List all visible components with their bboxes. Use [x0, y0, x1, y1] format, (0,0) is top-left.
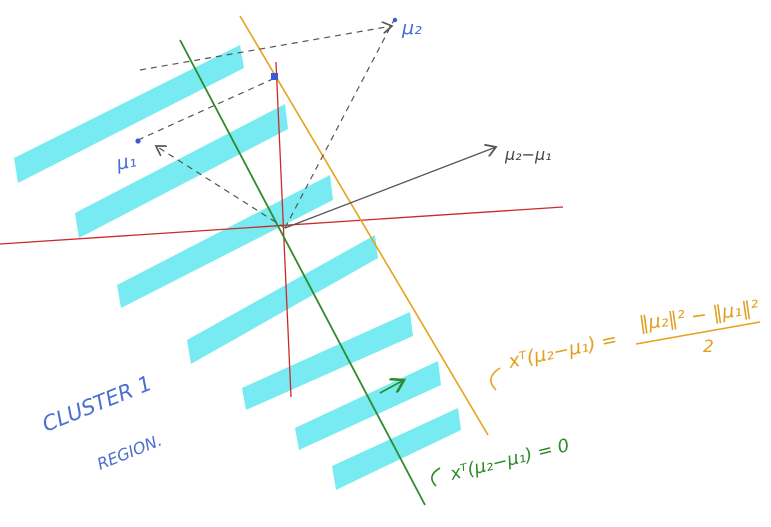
- green-eq-text: xᵀ(μ₂−μ₁) = 0: [447, 435, 571, 485]
- dashed-origin-to-mu1: [156, 146, 286, 229]
- orange-eq-fraction-bar: [635, 321, 761, 345]
- orange-equation: xᵀ(μ₂−μ₁) = ‖μ₂‖² − ‖μ₁‖² 2: [490, 296, 761, 391]
- midpoint-marker: [271, 73, 278, 80]
- region-stripe: [242, 312, 413, 410]
- dashed-mu1-to-midpoint: [137, 77, 276, 141]
- cluster1-region-stripes: [14, 45, 461, 490]
- dashed-mid-to-mu2: [139, 26, 392, 71]
- region-stripe: [187, 235, 378, 364]
- orange-pointer-hook: [490, 367, 501, 391]
- mu2-minus-mu1-label: μ₂−μ₁: [504, 145, 552, 164]
- dashed-construction-lines: [137, 19, 395, 229]
- mu1-label: μ₁: [113, 149, 138, 175]
- orange-eq-lhs: xᵀ(μ₂−μ₁) =: [505, 328, 619, 373]
- region-stripe: [14, 45, 244, 183]
- green-pointer-hook: [431, 467, 441, 487]
- cluster-region-label-line2: REGION.: [94, 431, 164, 474]
- green-normal-arrow: [379, 380, 404, 394]
- y-axis-line: [275, 61, 292, 398]
- mu2-point: [392, 17, 398, 23]
- mu2-label: μ₂: [401, 17, 422, 39]
- orange-decision-line: [239, 15, 489, 436]
- region-stripe: [75, 104, 288, 238]
- dashed-origin-to-mu2: [284, 19, 395, 229]
- orange-eq-numerator: ‖μ₂‖² − ‖μ₁‖²: [638, 296, 761, 335]
- green-boundary-line: [179, 39, 426, 506]
- green-equation: xᵀ(μ₂−μ₁) = 0: [431, 435, 572, 487]
- mu1-point: [135, 138, 141, 144]
- mu2-minus-mu1-arrow: [284, 147, 496, 229]
- cluster-region-label-line1: CLUSTER 1: [39, 371, 155, 437]
- orange-eq-denominator: 2: [703, 337, 714, 357]
- region-stripe: [117, 175, 333, 308]
